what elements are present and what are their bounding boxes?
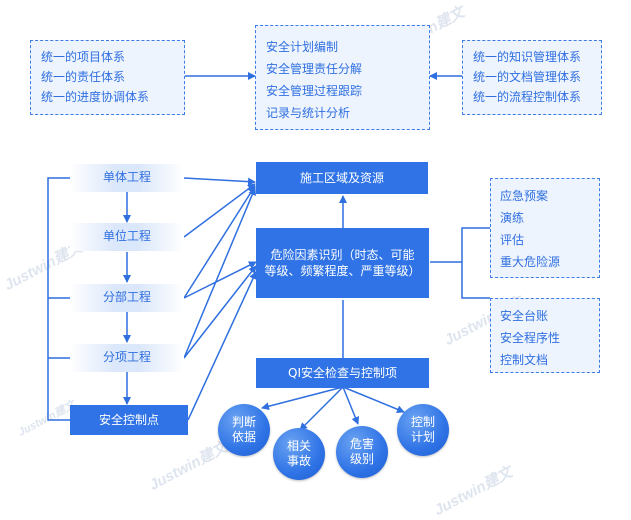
risk-line: 危险因素识别（时态、可能: [270, 248, 415, 262]
right-item: 统一的流程控制体系: [473, 90, 582, 104]
qi-safety-check-box: QI安全检查与控制项: [256, 358, 429, 388]
emergency-item: 演练: [500, 211, 525, 225]
chain-item-division-project: 分部工程: [70, 284, 184, 312]
left-item: 统一的进度协调体系: [41, 90, 150, 104]
safety-management-box: 安全计划编制 安全管理责任分解 安全管理过程跟踪 记录与统计分析: [255, 25, 430, 130]
unified-systems-box-left: 统一的项目体系 统一的责任体系 统一的进度协调体系: [30, 40, 185, 115]
emergency-item: 评估: [500, 233, 525, 247]
connector-lines: [47, 72, 490, 431]
center-item: 安全管理责任分解: [266, 62, 363, 76]
circle-related-accidents: 相关事故: [273, 428, 325, 480]
risk-identification-box: 危险因素识别（时态、可能 等级、频繁程度、严重等级）: [256, 228, 429, 298]
safety-control-point: 安全控制点: [70, 405, 188, 435]
emergency-item: 应急预案: [500, 189, 549, 203]
center-item: 安全管理过程跟踪: [266, 84, 363, 98]
chain-item-subitem-project: 分项工程: [70, 344, 184, 372]
risk-line: 等级、频繁程度、严重等级）: [264, 264, 421, 278]
emergency-item: 重大危险源: [500, 255, 561, 269]
construction-area-box: 施工区域及资源: [256, 162, 428, 194]
circle-hazard-level: 危害级别: [336, 426, 388, 478]
center-item: 记录与统计分析: [266, 106, 351, 120]
circle-control-plan: 控制计划: [397, 404, 449, 456]
right-item: 统一的文档管理体系: [473, 70, 582, 84]
ledger-group-box: 安全台账 安全程序性 控制文档: [490, 298, 600, 373]
unified-systems-box-right: 统一的知识管理体系 统一的文档管理体系 统一的流程控制体系: [462, 40, 602, 115]
right-item: 统一的知识管理体系: [473, 50, 582, 64]
center-item: 安全计划编制: [266, 40, 339, 54]
emergency-group-box: 应急预案 演练 评估 重大危险源: [490, 178, 600, 278]
chain-item-unit-project: 单位工程: [70, 223, 184, 251]
left-item: 统一的责任体系: [41, 70, 126, 84]
chain-item-single-project: 单体工程: [70, 164, 184, 192]
ledger-item: 安全程序性: [500, 331, 561, 345]
left-item: 统一的项目体系: [41, 50, 126, 64]
ledger-item: 控制文档: [500, 353, 549, 367]
circle-judgment-basis: 判断依据: [218, 404, 270, 456]
ledger-item: 安全台账: [500, 309, 549, 323]
